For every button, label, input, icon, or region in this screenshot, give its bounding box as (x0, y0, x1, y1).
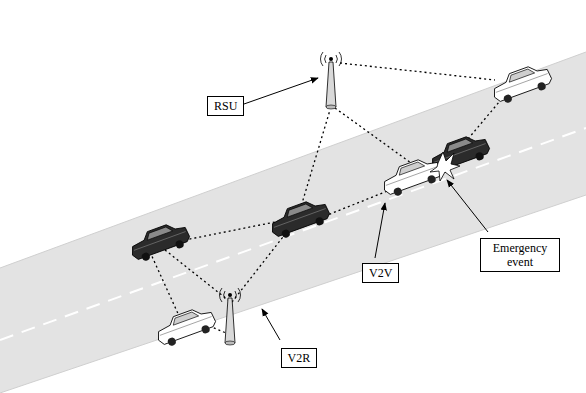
callout-arrows (244, 78, 488, 340)
callout-box: Emergency event (480, 238, 560, 273)
crash-burst (430, 152, 460, 181)
callout-box: V2V (362, 263, 399, 283)
car (489, 61, 555, 107)
car (153, 304, 219, 350)
callout-label: Emergency event (487, 241, 553, 270)
car (127, 219, 193, 265)
callout-label: RSU (214, 99, 237, 113)
car (267, 196, 333, 242)
rsu-tower (320, 52, 341, 109)
callout-label: V2R (288, 351, 311, 365)
callout-box: V2R (281, 348, 318, 368)
road (0, 52, 586, 393)
rsu-tower (219, 288, 240, 345)
lane-marking (0, 128, 586, 340)
crashed-car (379, 154, 445, 200)
callout-box: RSU (207, 96, 244, 116)
callout-label: V2V (369, 266, 392, 280)
